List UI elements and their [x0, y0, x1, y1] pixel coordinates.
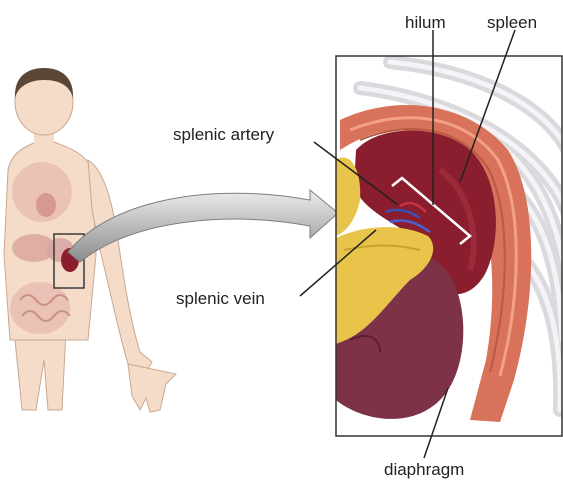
arm	[88, 160, 152, 372]
spleen-label: spleen	[487, 14, 537, 31]
heart	[36, 193, 56, 217]
legs	[14, 330, 66, 410]
hilum-label: hilum	[405, 14, 446, 31]
intestines	[10, 282, 70, 334]
hand	[128, 364, 176, 412]
diaphragm-label: diaphragm	[384, 461, 464, 478]
splenic-artery-label: splenic artery	[173, 126, 274, 143]
detail-panel	[336, 56, 563, 436]
splenic-vein-label: splenic vein	[176, 290, 265, 307]
